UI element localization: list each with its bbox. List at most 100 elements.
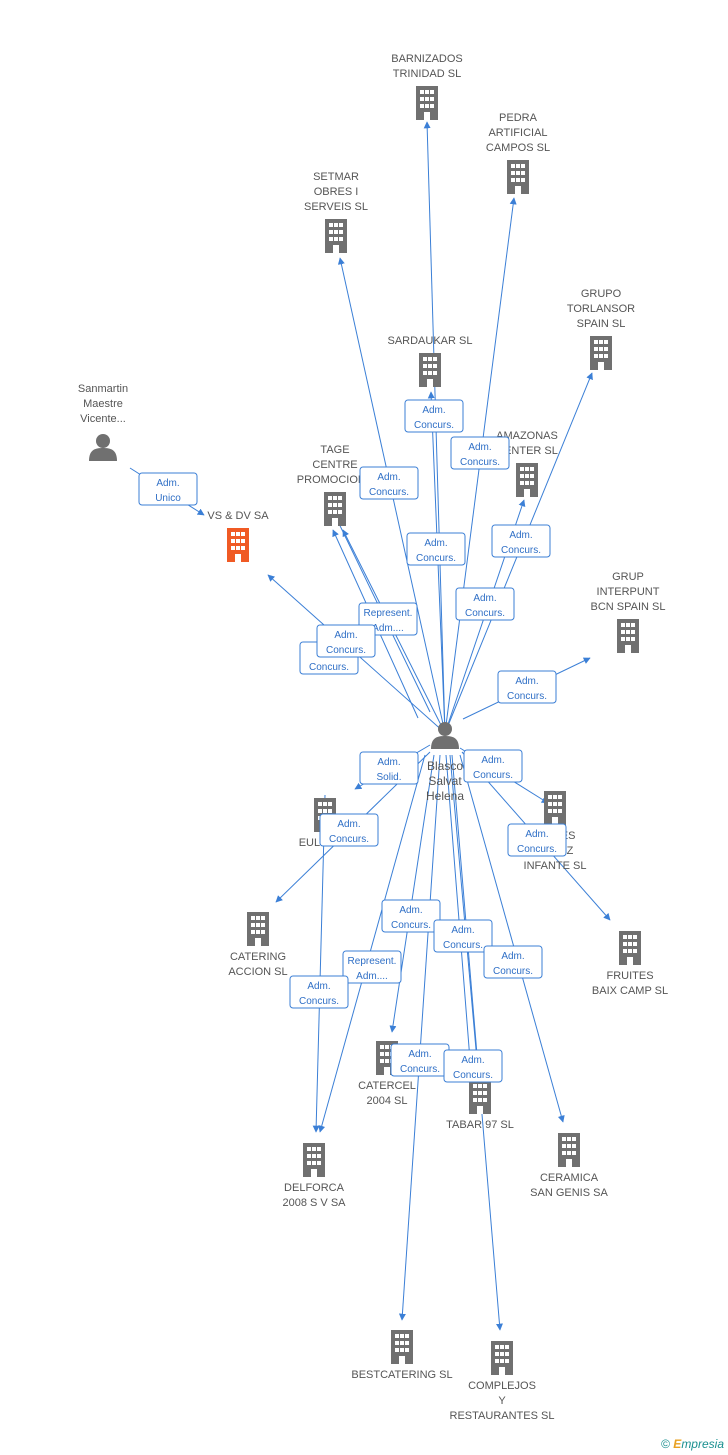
- node-label-line: Y: [498, 1395, 506, 1407]
- person-icon: [89, 434, 117, 461]
- node-label-line: ARTIFICIAL: [488, 127, 547, 139]
- relation-label[interactable]: Represent.Adm....: [342, 950, 402, 984]
- relation-label-text: Adm.: [451, 925, 474, 936]
- relation-label-text: Adm.: [377, 472, 400, 483]
- relation-label[interactable]: Adm.Concurs.: [455, 587, 515, 621]
- relation-label-box: [404, 399, 464, 433]
- company-grupo-torlansor-spain[interactable]: GRUPO TORLANSOR SPAIN SL: [567, 288, 635, 370]
- node-label-line: TORLANSOR: [567, 303, 635, 315]
- relation-label[interactable]: Adm.Concurs.: [463, 749, 523, 783]
- company-tabar-97[interactable]: TABAR 97 SL: [446, 1080, 514, 1131]
- building-icon: [544, 791, 566, 825]
- company-fruites-baix-camp[interactable]: FRUITES BAIX CAMP SL: [592, 931, 668, 997]
- building-icon: [619, 931, 641, 965]
- node-label-line: 2004 SL: [367, 1095, 408, 1107]
- edge-blasco-ceramica: [459, 754, 565, 1123]
- relation-label[interactable]: Adm.Concurs.: [443, 1049, 503, 1083]
- relation-label-box: [138, 472, 198, 506]
- relation-label[interactable]: Adm.Concurs.: [319, 813, 379, 847]
- node-label-line: TAGE: [320, 444, 349, 456]
- node-label-line: SAN GENIS SA: [530, 1187, 608, 1199]
- relation-label-text: Adm....: [372, 623, 404, 634]
- node-label-line: BCN SPAIN SL: [591, 601, 666, 613]
- relation-label[interactable]: Adm. Concurs.: [483, 945, 543, 979]
- node-label-line: PEDRA: [499, 112, 538, 124]
- relation-label[interactable]: Adm.Unico: [138, 472, 198, 506]
- node-label-line: RESTAURANTES SL: [450, 1410, 555, 1422]
- building-icon: [469, 1080, 491, 1114]
- node-label-line: Vicente...: [80, 413, 126, 425]
- building-icon: [558, 1133, 580, 1167]
- node-label-line: CATERCEL: [358, 1080, 416, 1092]
- relation-label[interactable]: Adm.Concurs.: [289, 975, 349, 1009]
- relation-label-box: [406, 532, 466, 566]
- empresia-brand-footer: © Empresia: [661, 1437, 724, 1451]
- node-label-line: FRUITES: [606, 970, 653, 982]
- person-sanmartin-maestre-vicente[interactable]: SanmartinMaestreVicente...: [78, 383, 128, 461]
- relation-label-text: Adm.: [337, 819, 360, 830]
- node-label-line: BAIX CAMP SL: [592, 985, 668, 997]
- relation-label[interactable]: Adm.Concurs.: [497, 670, 557, 704]
- relation-label-text: Concurs.: [473, 770, 513, 781]
- node-label-line: SPAIN SL: [577, 318, 626, 330]
- company-catercel-2004[interactable]: CATERCEL 2004 SL: [358, 1041, 416, 1107]
- relation-label[interactable]: Adm.Concurs.: [450, 436, 510, 470]
- relation-label[interactable]: Adm.Concurs.: [316, 624, 376, 658]
- relation-label[interactable]: Adm.Concurs.: [507, 823, 567, 857]
- relation-label-text: Adm.: [509, 530, 532, 541]
- company-vs-dv[interactable]: VS & DV SA: [207, 510, 269, 562]
- edge-eulex-delforca: [312, 794, 326, 1133]
- edge-blasco-delforca: [318, 754, 426, 1133]
- relation-label[interactable]: Adm.Solid.: [359, 751, 419, 785]
- relation-label[interactable]: Adm. Concurs.: [359, 466, 419, 500]
- building-icon: [507, 160, 529, 194]
- relation-label[interactable]: Adm.Concurs.: [390, 1043, 450, 1077]
- relation-label[interactable]: Adm. Concurs.: [491, 524, 551, 558]
- node-label-line: ACCION SL: [228, 966, 287, 978]
- relation-label-box: [319, 813, 379, 847]
- node-label-line: Maestre: [83, 398, 123, 410]
- empresia-logo: Empresia: [673, 1437, 724, 1451]
- node-label-line: TRINIDAD SL: [393, 68, 461, 80]
- node-label-line: INFANTE SL: [524, 860, 587, 872]
- relation-label-text: Concurs.: [501, 545, 541, 556]
- relation-label[interactable]: Adm. Concurs.: [433, 919, 493, 953]
- relation-label[interactable]: Adm.Concurs.: [381, 899, 441, 933]
- relation-label-box: [507, 823, 567, 857]
- relation-label[interactable]: Adm.Concurs.: [406, 532, 466, 566]
- node-label-line: SARDAUKAR SL: [388, 335, 473, 347]
- company-bestcatering[interactable]: BESTCATERING SL: [351, 1330, 453, 1381]
- relation-label-text: Adm.: [377, 757, 400, 768]
- relation-label-text: Adm.: [307, 981, 330, 992]
- node-label-line: GRUPO: [581, 288, 622, 300]
- relation-label-box: [433, 919, 493, 953]
- relation-label-text: Concurs.: [416, 553, 456, 564]
- relation-label-text: Adm.: [501, 951, 524, 962]
- company-sardaukar[interactable]: SARDAUKAR SL: [388, 335, 473, 387]
- building-icon: [247, 912, 269, 946]
- building-icon: [419, 353, 441, 387]
- relation-label[interactable]: Adm.Concurs.: [404, 399, 464, 433]
- relation-label-text: Concurs.: [414, 420, 454, 431]
- relation-label-text: Concurs.: [369, 487, 409, 498]
- relation-label-text: Concurs.: [493, 966, 533, 977]
- relation-label-box: [491, 524, 551, 558]
- node-label-line: Helena: [426, 789, 464, 803]
- node-label-line: BESTCATERING SL: [351, 1369, 452, 1381]
- node-label-line: Sanmartin: [78, 383, 128, 395]
- relation-label-text: Concurs.: [443, 940, 483, 951]
- building-icon: [491, 1341, 513, 1375]
- relation-label-text: Adm.: [408, 1049, 431, 1060]
